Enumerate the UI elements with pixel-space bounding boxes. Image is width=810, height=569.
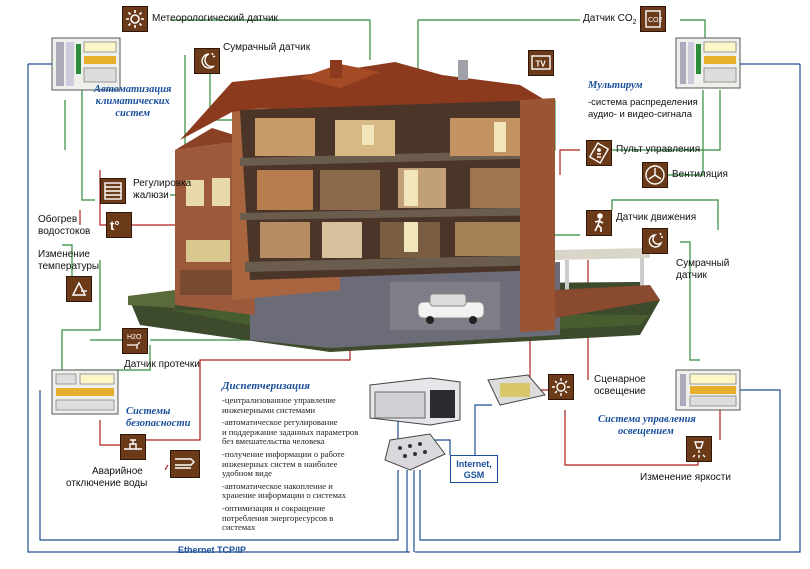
co2-icon: CO2 [640,6,666,32]
multiroom-title: Мультирум [588,80,643,91]
svg-text:CO2: CO2 [648,17,663,24]
controller-panel-climate [51,37,121,91]
co2-sensor-label: Датчик CO2 [583,13,637,26]
water-shutoff-icon [170,450,200,478]
climate-title-line2: климатических [95,96,170,107]
internet-label: Internet, [456,459,492,469]
water-shutoff-label-line2: отключение воды [66,478,148,489]
temperature-icon [66,276,92,302]
gutter-heating-label-line1: Обогрев [38,214,78,225]
twilight-right-icon [642,228,668,254]
dispatching-item: -получение информации о работе инженерны… [222,448,345,479]
dispatching-list: -централизованное управление инженерными… [222,395,387,536]
leak-sensor-label: Датчик протечки [124,359,200,370]
io-module [384,433,446,471]
motion-icon [586,210,612,236]
twilight-icon [194,48,220,74]
security-title-line1: Системы [126,406,171,417]
thermostat-icon: t° [106,212,132,238]
multiroom-desc-line2: аудио- и видео-сигнала [588,109,692,120]
valve-icon [120,434,146,460]
motion-sensor-label: Датчик движения [616,212,697,223]
controller-panel-security [51,369,119,415]
brightness-icon [686,436,712,462]
dispatching-item: -оптимизация и сокращение потребления эн… [222,502,334,533]
twilight-sensor-right-label-line1: Сумрачный [676,258,730,269]
tv-icon: TV [528,50,554,76]
weather-icon [122,6,148,32]
controller-panel-lighting [675,369,741,411]
scenario-light-label-line1: Сценарное [594,374,646,385]
meteo-sensor-label: Метеорологический датчик [152,13,278,24]
water-shutoff-label-line1: Аварийное [92,466,143,477]
lamp-icon [548,374,574,400]
blinds-label-line2: жалюзи [133,190,169,201]
remote-control-label: Пульт управления [616,144,701,155]
lighting-title-line2: освещением [618,426,674,437]
ethernet-label: Ethernet TCP/IP [178,545,247,555]
temperature-change-label-line2: температуры [38,261,100,272]
dispatching-title: Диспетчеризация [222,380,310,392]
twilight-sensor-top-label: Сумрачный датчик [223,42,311,53]
house-illustration [128,60,660,352]
brightness-change-label: Изменение яркости [640,472,731,483]
internet-gsm-box: Internet, GSM [450,455,498,483]
car [417,293,485,324]
blinds-label-line1: Регулировка [133,178,192,189]
temperature-change-label-line1: Изменение [38,249,90,260]
gsm-label: GSM [463,470,485,480]
dispatching-item: -централизованное управление инженерными… [222,395,336,415]
gutter-heating-label-line2: водостоков [38,226,91,237]
svg-text:H2O: H2O [127,334,142,341]
svg-text:t°: t° [110,218,120,233]
lighting-title-line1: Система управления [598,414,696,425]
controller-panel-multiroom [675,37,741,89]
climate-title: Автоматизация климатических систем [94,84,171,120]
scenario-light-label-line2: освещение [594,386,646,397]
multiroom-desc-line1: -система распределения [588,97,698,108]
dispatching-item: -автоматическое регулирование и поддержа… [222,417,359,447]
ventilation-label: Вентиляция [672,169,728,180]
leak-icon: H2O [122,328,148,354]
fan-icon [642,162,668,188]
server-unit [369,377,461,426]
co2-subscript: 2 [632,19,637,26]
svg-text:TV: TV [536,60,547,69]
touch-panel [487,374,546,406]
twilight-sensor-right-label-line2: датчик [676,270,707,281]
dispatching-item: -автоматическое накопление и хранение ин… [222,480,347,501]
climate-title-line3: систем [115,108,151,119]
blinds-icon [100,178,126,204]
remote-icon [586,140,612,166]
security-title-line2: безопасности [126,418,191,429]
climate-title-line1: Автоматизация [94,84,172,95]
